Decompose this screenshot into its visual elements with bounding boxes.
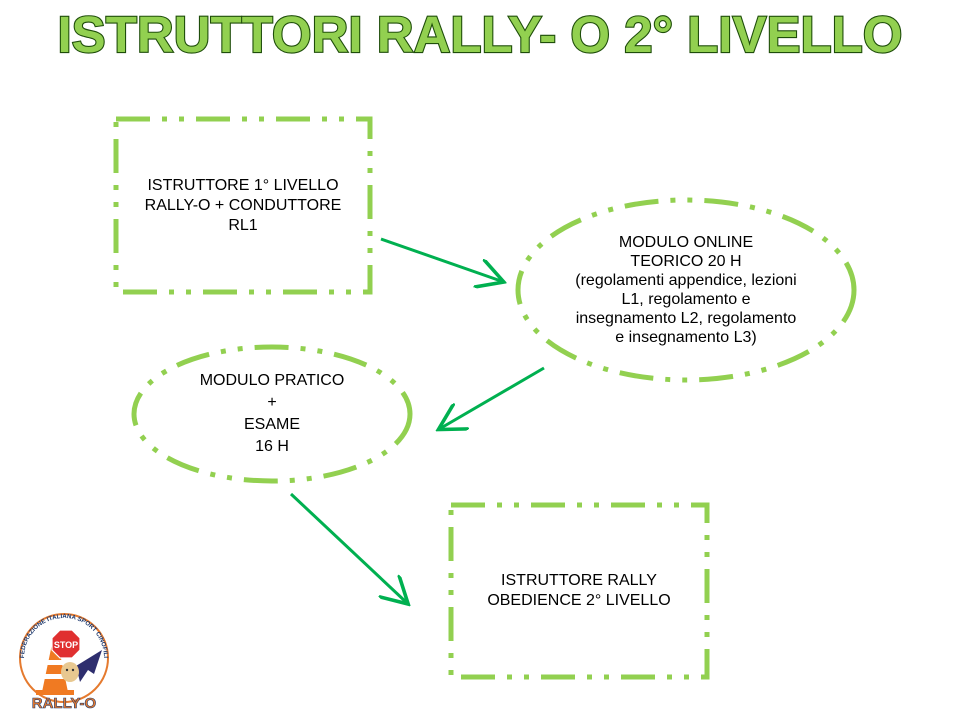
stop-sign-text: STOP: [54, 640, 78, 650]
cone-stripe: [46, 660, 63, 665]
arrow-online-to-pratico: [441, 366, 545, 428]
node-pratico-text: MODULO PRATICO + ESAME 16 H: [140, 350, 404, 478]
node-level2-line: ISTRUTTORE RALLY: [501, 572, 657, 589]
node-online-line: L1, regolamento e: [621, 291, 751, 308]
node-level2-border: [448, 502, 710, 680]
rally-o-logo: ·FEDERAZIONE ITALIANA SPORT CINOFILI· ST…: [14, 600, 109, 710]
stop-sign-icon: [51, 629, 81, 659]
dog-icon: [61, 662, 79, 682]
node-pratico-border: [131, 344, 413, 484]
node-level1-border: [113, 116, 373, 295]
page-title-text: ISTRUTTORI RALLY- O 2° LIVELLO: [58, 6, 903, 63]
node-online-line: (regolamenti appendice, lezioni: [575, 272, 797, 289]
node-pratico-line: MODULO PRATICO: [199, 372, 345, 389]
node-level2-text: ISTRUTTORE RALLY OBEDIENCE 2° LIVELLO: [451, 505, 707, 677]
node-online-text: MODULO ONLINE TEORICO 20 H (regolamenti …: [536, 200, 836, 380]
traffic-cone-icon: [42, 644, 68, 692]
node-pratico-line: ESAME: [243, 416, 300, 433]
node-level1-text: ISTRUTTORE 1° LIVELLO RALLY-O + CONDUTTO…: [116, 119, 370, 292]
node-level1-line: ISTRUTTORE 1° LIVELLO: [147, 176, 339, 194]
node-pratico-line: +: [267, 394, 277, 411]
dog-eye: [65, 668, 69, 672]
direction-arrow-icon: [76, 650, 102, 682]
arrow-level1-to-online: [380, 237, 501, 281]
node-online-line: TEORICO 20 H: [630, 253, 742, 270]
node-online-line: insegnamento L2, regolamento: [575, 310, 797, 327]
node-online-border: [515, 197, 857, 383]
page-title: ISTRUTTORI RALLY- O 2° LIVELLO: [56, 5, 903, 64]
node-level1-line: RALLY-O + CONDUTTORE: [144, 196, 342, 214]
arrow-pratico-to-level2: [289, 492, 406, 602]
node-online-line: e insegnamento L3): [615, 329, 757, 346]
node-online-line: MODULO ONLINE: [618, 234, 754, 251]
cone-stripe: [44, 674, 65, 679]
dog-eye: [71, 668, 75, 672]
cone-base: [36, 690, 74, 695]
node-level1-line: RL1: [228, 216, 258, 234]
logo-name: RALLY-O: [32, 695, 97, 710]
node-pratico-line: 16 H: [255, 438, 289, 455]
node-level2-line: OBEDIENCE 2° LIVELLO: [487, 592, 671, 609]
